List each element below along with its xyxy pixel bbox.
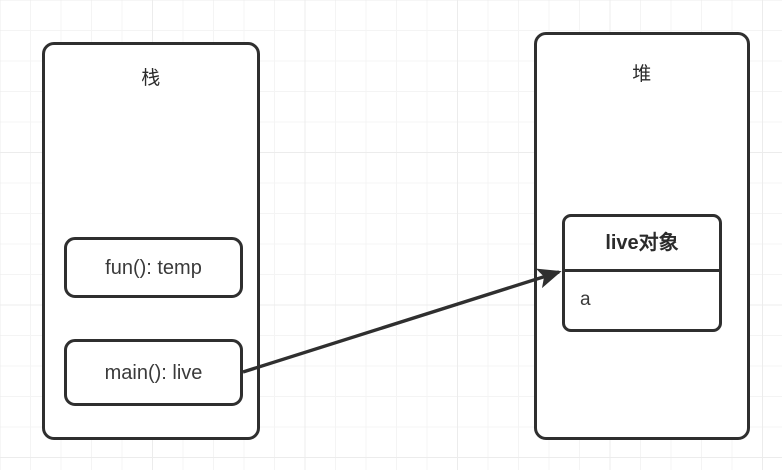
heap-object-live-field-a-label: a [580, 289, 591, 310]
heap-object-live-field-a: a [565, 272, 719, 328]
heap-object-live[interactable]: live对象 a [562, 214, 722, 332]
stack-frame-main-label: main(): live [104, 361, 203, 384]
stack-frame-fun-label: fun(): temp [105, 256, 202, 279]
heap-object-live-header: live对象 [565, 217, 719, 272]
stack-container-title: 栈 [141, 68, 161, 89]
heap-object-live-header-label: live对象 [605, 232, 679, 254]
live-reference-arrow-line [242, 268, 562, 374]
stack-frame-fun[interactable]: fun(): temp [64, 237, 243, 298]
stack-frame-main[interactable]: main(): live [64, 339, 243, 406]
heap-container-title: 堆 [632, 64, 652, 85]
